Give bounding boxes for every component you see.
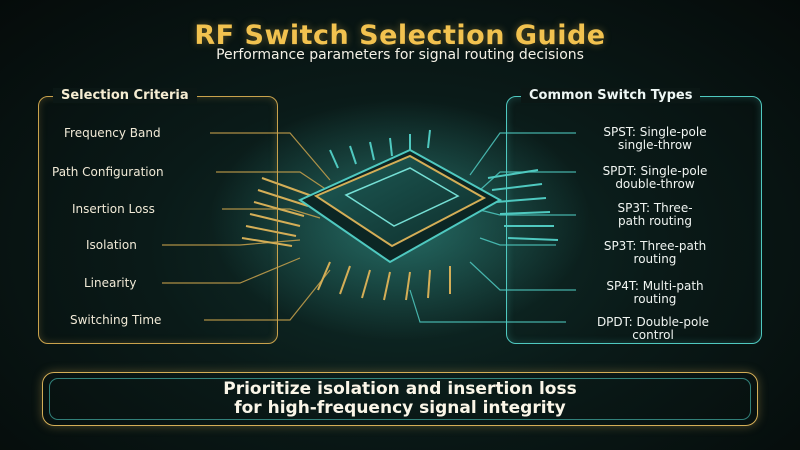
- selection-criteria-panel: Selection Criteria: [38, 88, 278, 344]
- switch-type-sp3t-a-line2: path routing: [618, 214, 692, 228]
- criteria-path-configuration: Path Configuration: [52, 165, 164, 179]
- criteria-frequency-band: Frequency Band: [64, 126, 161, 140]
- page-subtitle: Performance parameters for signal routin…: [216, 47, 584, 63]
- selection-criteria-title: Selection Criteria: [53, 88, 197, 103]
- switch-type-dpdt-line1: DPDT: Double-pole: [596, 315, 710, 329]
- switch-type-sp3t-b-line1: SP3T: Three-path: [603, 239, 707, 253]
- switch-type-sp3t-b-line2: routing: [633, 252, 677, 266]
- switch-type-sp4t: SP4T: Multi-path routing: [580, 280, 730, 306]
- switch-type-spst-line2: single-throw: [618, 138, 692, 152]
- criteria-linearity: Linearity: [84, 276, 137, 290]
- criteria-isolation: Isolation: [86, 238, 137, 252]
- switch-type-sp3t-b: SP3T: Three-path routing: [572, 240, 738, 266]
- switch-type-dpdt: DPDT: Double-pole control: [568, 316, 738, 342]
- switch-types-title: Common Switch Types: [521, 88, 701, 103]
- switch-type-spst-line1: SPST: Single-pole: [603, 125, 707, 139]
- switch-types-panel: Common Switch Types: [506, 88, 762, 344]
- chip-top: [313, 154, 487, 248]
- switch-type-spst: SPST: Single-pole single-throw: [580, 126, 730, 152]
- switch-type-spdt: SPDT: Single-pole double-throw: [580, 165, 730, 191]
- chip-core: [344, 167, 460, 227]
- page-title: RF Switch Selection Guide: [194, 20, 606, 51]
- switch-type-sp3t-a-line1: SP3T: Three-: [617, 201, 693, 215]
- key-takeaway-line1: Prioritize isolation and insertion loss: [223, 379, 577, 399]
- key-takeaway-banner: Prioritize isolation and insertion loss …: [42, 372, 758, 426]
- chip-pins-right: [487, 169, 559, 241]
- switch-type-spdt-line1: SPDT: Single-pole: [602, 164, 708, 178]
- right-connector-lines: [409, 132, 576, 323]
- chip-pins-left: [241, 177, 313, 247]
- switch-type-spdt-line2: double-throw: [615, 177, 695, 191]
- key-takeaway-line2: for high-frequency signal integrity: [234, 398, 566, 418]
- left-connector-lines: [162, 132, 331, 321]
- switch-type-sp4t-line2: routing: [633, 292, 677, 306]
- criteria-switching-time: Switching Time: [70, 313, 162, 327]
- chip-pins-bottom: [317, 261, 451, 301]
- switch-type-dpdt-line2: control: [632, 328, 674, 342]
- switch-type-sp3t-a: SP3T: Three- path routing: [590, 202, 720, 228]
- switch-type-sp4t-line1: SP4T: Multi-path: [606, 279, 704, 293]
- key-takeaway-text: Prioritize isolation and insertion loss …: [43, 380, 757, 418]
- criteria-insertion-loss: Insertion Loss: [72, 202, 155, 216]
